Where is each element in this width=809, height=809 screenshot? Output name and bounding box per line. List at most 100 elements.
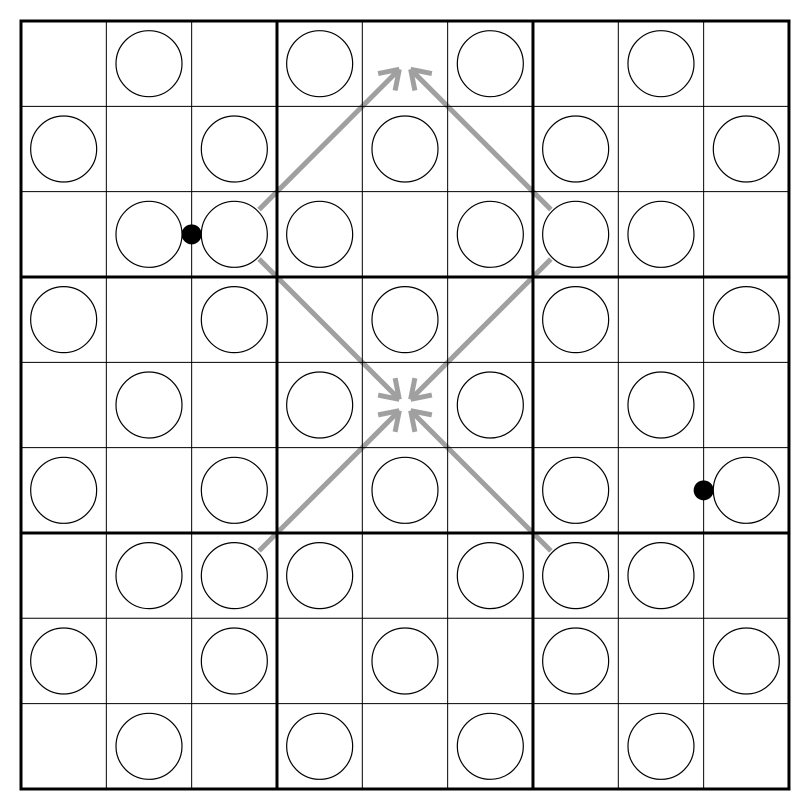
circle-r9c2 <box>115 712 183 780</box>
circle-r5c2 <box>115 371 183 439</box>
circle-r5c6 <box>456 371 524 439</box>
circle-r3c4 <box>286 200 354 268</box>
arrow-head-stroke <box>377 392 400 402</box>
thin-grid-lines <box>21 21 789 789</box>
circle-r1c2 <box>115 30 183 98</box>
grid-cell-r7c8[interactable] <box>618 532 704 619</box>
cell-layer <box>21 21 789 789</box>
grid-cell-r8c7[interactable] <box>532 618 619 704</box>
grid-cell-r1c7[interactable] <box>532 21 619 107</box>
grid-cell-r7c2[interactable] <box>106 532 192 619</box>
grid-cell-r1c8[interactable] <box>618 21 704 107</box>
grid-cell-r9c3[interactable] <box>191 703 277 789</box>
grid-cell-r3c1[interactable] <box>21 191 107 277</box>
circle-r6c5 <box>371 456 439 524</box>
circle-r6c3 <box>200 456 268 524</box>
grid-cell-r8c6[interactable] <box>447 618 533 704</box>
grid-cell-r6c3[interactable] <box>191 447 277 533</box>
circle-r6c1 <box>30 456 98 524</box>
grid-cell-r3c2[interactable] <box>106 191 192 277</box>
grid-cell-r2c5[interactable] <box>362 106 448 192</box>
grid-cell-r8c1[interactable] <box>21 618 107 704</box>
kropki-dot-layer <box>181 224 714 501</box>
grid-cell-r1c9[interactable] <box>703 21 789 107</box>
grid-cell-r8c5[interactable] <box>362 618 448 704</box>
circle-r1c4 <box>286 30 354 98</box>
circle-layer <box>30 30 780 780</box>
grid-cell-r4c3[interactable] <box>191 276 277 363</box>
black-kropki-dot-1 <box>181 224 202 245</box>
circle-r7c8 <box>627 542 695 610</box>
grid-cell-r4c1[interactable] <box>21 276 107 363</box>
arrow-shaft <box>257 408 402 553</box>
grid-cell-r7c4[interactable] <box>276 532 363 619</box>
circle-r2c9 <box>712 115 780 183</box>
grid-cell-r2c2[interactable] <box>106 106 192 192</box>
grid-cell-r5c2[interactable] <box>106 362 192 448</box>
circle-r9c4 <box>286 712 354 780</box>
grid-cell-r6c7[interactable] <box>532 447 619 533</box>
grid-cell-r9c5[interactable] <box>362 703 448 789</box>
grid-cell-r4c9[interactable] <box>703 276 789 363</box>
grid-cell-r6c2[interactable] <box>106 447 192 533</box>
grid-cell-r7c1[interactable] <box>21 532 107 619</box>
grid-cell-r6c8[interactable] <box>618 447 704 533</box>
grid-cell-r9c6[interactable] <box>447 703 533 789</box>
grid-cell-r5c4[interactable] <box>276 362 363 448</box>
grid-cell-r8c9[interactable] <box>703 618 789 704</box>
grid-cell-r6c5[interactable] <box>362 447 448 533</box>
grid-cell-r2c7[interactable] <box>532 106 619 192</box>
grid-cell-r7c9[interactable] <box>703 532 789 619</box>
circle-r8c5 <box>371 627 439 695</box>
grid-cell-r2c9[interactable] <box>703 106 789 192</box>
grid-cell-r8c8[interactable] <box>618 618 704 704</box>
circle-r4c5 <box>371 286 439 354</box>
grid-cell-r1c4[interactable] <box>276 21 363 107</box>
grid-cell-r5c6[interactable] <box>447 362 533 448</box>
grid-cell-r3c5[interactable] <box>362 191 448 277</box>
grid-cell-r4c5[interactable] <box>362 276 448 363</box>
grid-cell-r9c7[interactable] <box>532 703 619 789</box>
grid-cell-r5c9[interactable] <box>703 362 789 448</box>
grid-cell-r5c1[interactable] <box>21 362 107 448</box>
grid-cell-r7c5[interactable] <box>362 532 448 619</box>
grid-cell-r5c3[interactable] <box>191 362 277 448</box>
grid-cell-r4c8[interactable] <box>618 276 704 363</box>
grid-cell-r2c8[interactable] <box>618 106 704 192</box>
circle-r3c6 <box>456 200 524 268</box>
grid-cell-r4c7[interactable] <box>532 276 619 363</box>
grid-cell-r6c1[interactable] <box>21 447 107 533</box>
grid-cell-r2c1[interactable] <box>21 106 107 192</box>
circle-r2c5 <box>371 115 439 183</box>
arrow-3 <box>257 257 402 402</box>
grid-cell-r3c6[interactable] <box>447 191 533 277</box>
grid-cell-r3c4[interactable] <box>276 191 363 277</box>
grid-cell-r5c7[interactable] <box>532 362 619 448</box>
grid-cell-r2c3[interactable] <box>191 106 277 192</box>
circle-r4c3 <box>200 286 268 354</box>
grid-cell-r1c6[interactable] <box>447 21 533 107</box>
grid-cell-r3c9[interactable] <box>703 191 789 277</box>
grid-cell-r6c9[interactable] <box>703 447 789 533</box>
grid-cell-r9c1[interactable] <box>21 703 107 789</box>
grid-cell-r1c1[interactable] <box>21 21 107 107</box>
grid-cell-r4c2[interactable] <box>106 276 192 363</box>
grid-cell-r8c4[interactable] <box>276 618 363 704</box>
grid-cell-r3c8[interactable] <box>618 191 704 277</box>
grid-cell-r5c8[interactable] <box>618 362 704 448</box>
grid-cell-r9c8[interactable] <box>618 703 704 789</box>
grid-cell-r1c2[interactable] <box>106 21 192 107</box>
arrow-head-stroke <box>392 410 402 433</box>
grid-cell-r7c6[interactable] <box>447 532 533 619</box>
grid-cell-r8c2[interactable] <box>106 618 192 704</box>
grid-cell-r9c9[interactable] <box>703 703 789 789</box>
circle-r2c7 <box>542 115 610 183</box>
arrow-shaft <box>408 408 553 553</box>
grid-cell-r9c2[interactable] <box>106 703 192 789</box>
grid-cell-r9c4[interactable] <box>276 703 363 789</box>
grid-cell-r8c3[interactable] <box>191 618 277 704</box>
arrow-head-stroke <box>408 410 418 433</box>
grid-cell-r1c3[interactable] <box>191 21 277 107</box>
arrow-head-stroke <box>408 68 418 92</box>
